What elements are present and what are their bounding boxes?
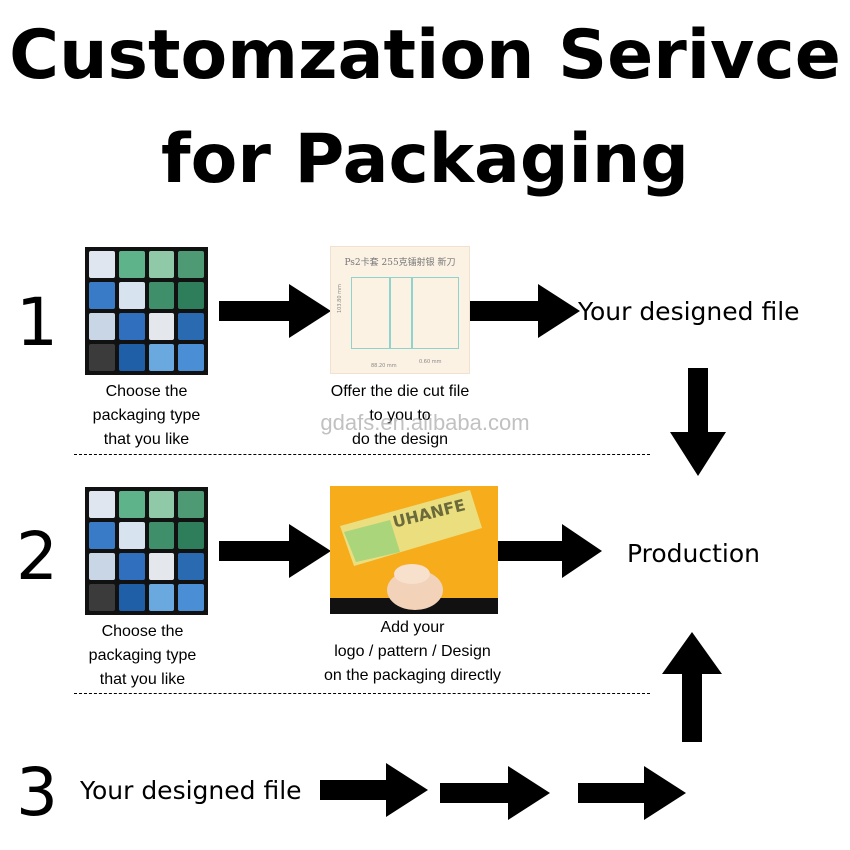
pack-sample — [89, 584, 115, 611]
pack-sample — [148, 584, 175, 611]
pack-sample — [118, 491, 145, 518]
pack-sample — [178, 584, 204, 611]
pack-sample — [118, 251, 145, 278]
pack-sample — [89, 282, 115, 309]
step-number-2: 2 — [16, 518, 58, 595]
up-arrow-icon — [662, 632, 722, 742]
pack-sample — [118, 344, 145, 371]
step-2-caption-b: Add your logo / pattern / Design on the … — [290, 616, 535, 688]
caption-line: that you like — [99, 671, 186, 688]
step-3-start: Your designed file — [80, 776, 302, 805]
caption-line: do the design — [351, 431, 449, 448]
caption-line: packaging type — [92, 407, 201, 424]
right-arrow-icon — [498, 524, 602, 578]
caption-line: Choose the — [101, 623, 184, 640]
pack-sample — [118, 522, 145, 549]
pack-sample — [178, 522, 204, 549]
pack-sample — [178, 313, 204, 340]
right-arrow-icon — [440, 766, 550, 820]
die-cut-outline — [389, 277, 413, 349]
caption-line: that you like — [103, 431, 190, 448]
caption-line: packaging type — [88, 647, 197, 664]
right-arrow-icon — [219, 524, 331, 578]
die-cut-outline — [351, 277, 391, 349]
packaging-types-image — [85, 487, 208, 615]
pack-sample — [89, 344, 115, 371]
pack-sample — [148, 491, 175, 518]
title-line-2: for Packaging — [161, 120, 689, 199]
section-divider — [74, 454, 650, 455]
step-1-caption-b: Offer the die cut file to you to do the … — [300, 380, 500, 452]
pack-sample — [148, 313, 175, 340]
packaging-types-image — [85, 247, 208, 375]
pack-sample — [118, 282, 145, 309]
pack-sample — [118, 584, 145, 611]
caption-line: on the packaging directly — [324, 667, 501, 684]
die-cut-dimension: 0.60 mm — [419, 359, 442, 365]
pack-sample — [89, 522, 115, 549]
step-1-caption-a: Choose the packaging type that you like — [64, 380, 229, 452]
pack-sample — [89, 251, 115, 278]
pack-sample — [148, 553, 175, 580]
custom-logo-card-image: UHANFE — [330, 486, 498, 614]
pack-sample — [89, 491, 115, 518]
die-cut-dimension: 88.20 mm — [371, 363, 397, 369]
right-arrow-icon — [320, 763, 428, 817]
pack-sample — [89, 313, 115, 340]
pack-sample — [178, 282, 204, 309]
pack-sample — [148, 522, 175, 549]
right-arrow-icon — [219, 284, 331, 338]
step-number-1: 1 — [16, 284, 58, 361]
caption-line: logo / pattern / Design — [334, 643, 491, 660]
right-arrow-icon — [470, 284, 580, 338]
caption-line: Add your — [380, 619, 445, 636]
die-cut-header: Ps2卡套 255克镭射银 新刀 — [344, 258, 456, 268]
caption-line: Choose the — [105, 383, 188, 400]
pack-sample — [178, 553, 204, 580]
hologram-sticker-illustration — [330, 486, 498, 614]
pack-sample — [178, 251, 204, 278]
pack-sample — [148, 251, 175, 278]
step-1-result: Your designed file — [578, 297, 800, 326]
caption-line: to you to — [369, 407, 431, 424]
step-number-3: 3 — [16, 754, 58, 831]
pack-sample — [178, 344, 204, 371]
section-divider — [74, 693, 650, 694]
pack-sample — [178, 491, 204, 518]
caption-line: Offer the die cut file — [330, 383, 470, 400]
step-2-caption-a: Choose the packaging type that you like — [60, 620, 225, 692]
right-arrow-icon — [578, 766, 686, 820]
die-cut-dimension: 103.80 mm — [337, 284, 343, 313]
pack-sample — [89, 553, 115, 580]
step-2-result: Production — [627, 539, 761, 568]
pack-sample — [148, 282, 175, 309]
pack-sample — [148, 344, 175, 371]
die-cut-file-image: Ps2卡套 255克镭射银 新刀 103.80 mm 88.20 mm 0.60… — [330, 246, 470, 374]
die-cut-outline — [411, 277, 459, 349]
pack-sample — [118, 313, 145, 340]
down-arrow-icon — [670, 368, 726, 476]
pack-sample — [118, 553, 145, 580]
title-line-1: Customzation Serivce — [9, 16, 841, 95]
